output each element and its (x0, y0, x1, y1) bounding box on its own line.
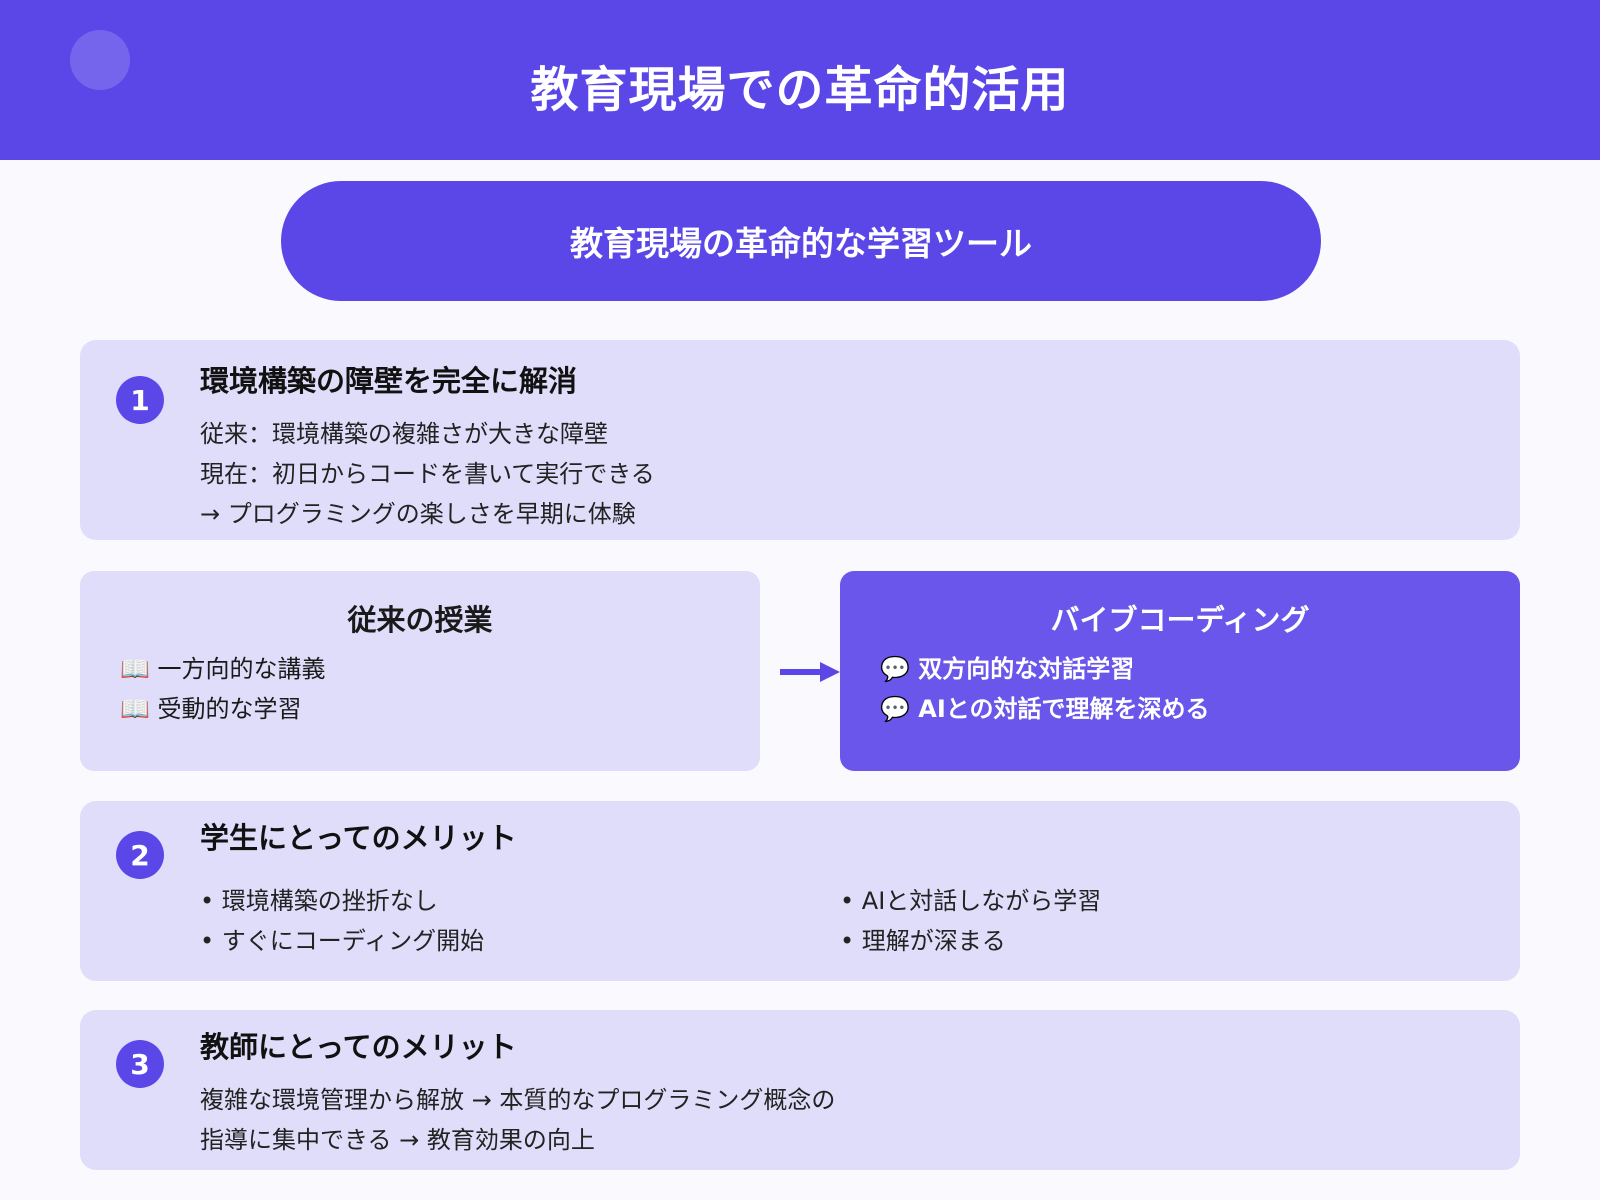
student-benefit-item: • すぐにコーディング開始 (200, 927, 485, 955)
header-bar: 教育現場での革命的活用 (0, 0, 1600, 160)
section-3-line: 指導に集中できる → 教育効果の向上 (200, 1126, 595, 1154)
page-title: 教育現場での革命的活用 (530, 62, 1070, 118)
vibe-coding-card: バイブコーディング 💬 双方向的な対話学習 💬 AIとの対話で理解を深める (840, 571, 1520, 771)
student-benefit-item: • AIと対話しながら学習 (840, 887, 1102, 915)
student-benefit-item: • 環境構築の挫折なし (200, 887, 438, 915)
student-benefit-item: • 理解が深まる (840, 927, 1006, 955)
section-1-line: → プログラミングの楽しさを早期に体験 (200, 500, 636, 528)
number-badge-2: 2 (116, 831, 164, 879)
banner-pill: 教育現場の革命的な学習ツール (281, 181, 1321, 301)
number-badge-3: 3 (116, 1040, 164, 1088)
vibe-coding-title: バイブコーディング (1050, 603, 1310, 637)
vibe-coding-item: 💬 AIとの対話で理解を深める (880, 695, 1210, 723)
traditional-class-title: 従来の授業 (347, 603, 493, 637)
section-2-title: 学生にとってのメリット (200, 821, 517, 855)
arrow-right-icon (780, 662, 840, 682)
section-1-title: 環境構築の障壁を完全に解消 (200, 364, 578, 398)
traditional-item: 📖 一方向的な講義 (120, 655, 326, 683)
section-2-card: 2 学生にとってのメリット • 環境構築の挫折なし • すぐにコーディング開始 … (80, 801, 1520, 981)
traditional-item: 📖 受動的な学習 (120, 695, 302, 723)
section-1-line: 従来：環境構築の複雑さが大きな障壁 (200, 420, 608, 448)
section-3-line: 複雑な環境管理から解放 → 本質的なプログラミング概念の (200, 1086, 836, 1114)
decorative-circle-icon (70, 30, 130, 90)
section-1-line: 現在：初日からコードを書いて実行できる (200, 460, 655, 488)
number-badge-1: 1 (116, 376, 164, 424)
section-1-card: 1 環境構築の障壁を完全に解消 従来：環境構築の複雑さが大きな障壁 現在：初日か… (80, 340, 1520, 540)
section-3-card: 3 教師にとってのメリット 複雑な環境管理から解放 → 本質的なプログラミング概… (80, 1010, 1520, 1170)
section-3-title: 教師にとってのメリット (200, 1030, 517, 1064)
traditional-class-card: 従来の授業 📖 一方向的な講義 📖 受動的な学習 (80, 571, 760, 771)
vibe-coding-item: 💬 双方向的な対話学習 (880, 655, 1135, 683)
